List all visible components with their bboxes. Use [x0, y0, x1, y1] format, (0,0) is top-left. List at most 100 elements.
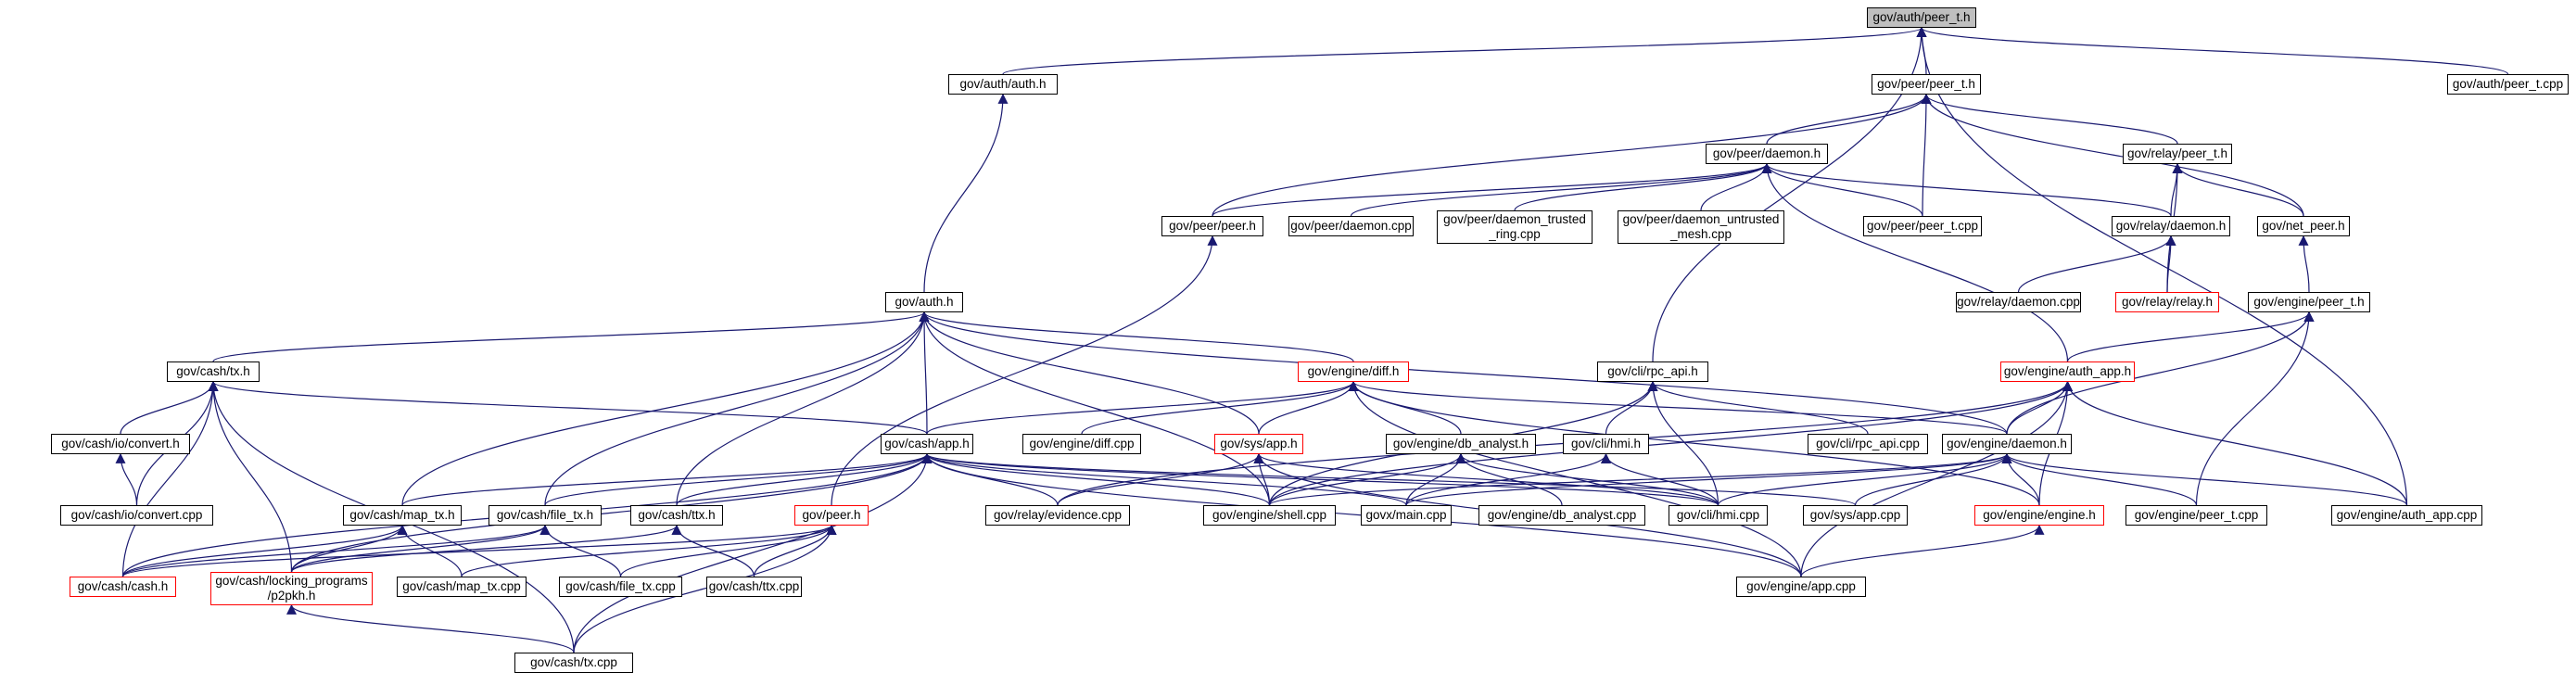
node-engine-daemon-h[interactable]: gov/engine/daemon.h [1942, 434, 2072, 454]
edge-cash-locking-to-cash-ttx-h [290, 524, 682, 573]
edge-cash-tx-cpp-to-cash-app-h [573, 452, 933, 653]
edge-cash-cash-h-to-cash-map-tx-h [121, 524, 408, 577]
node-net-peer-h[interactable]: gov/net_peer.h [2257, 216, 2350, 236]
node-auth-h[interactable]: gov/auth/auth.h [948, 74, 1058, 95]
edge-cash-locking-to-cash-tx-h [208, 380, 293, 573]
node-cli-rpc-api-cpp[interactable]: gov/cli/rpc_api.cpp [1808, 434, 1928, 454]
edge-engine-peer-t-h-to-net-peer-h [2298, 235, 2310, 293]
node-engine-db-analyst-h[interactable]: gov/engine/db_analyst.h [1386, 434, 1536, 454]
node-sys-app-cpp[interactable]: gov/sys/app.cpp [1803, 505, 1908, 526]
node-cash-locking[interactable]: gov/cash/locking_programs /p2pkh.h [210, 572, 373, 605]
node-cash-io-convert-cpp[interactable]: gov/cash/io/convert.cpp [60, 505, 213, 526]
node-cash-tx-cpp[interactable]: gov/cash/tx.cpp [514, 653, 633, 673]
node-relay-daemon-h[interactable]: gov/relay/daemon.h [2112, 216, 2230, 236]
edge-engine-daemon-h-to-engine-peer-t-h [2006, 311, 2315, 435]
edge-relay-relay-h-to-relay-daemon-h [2165, 235, 2176, 293]
edge-engine-diff-cpp-to-engine-diff-h [1081, 380, 1359, 435]
node-peer-daemon-h[interactable]: gov/peer/daemon.h [1706, 144, 1828, 164]
edge-relay-evidence-cpp-to-engine-auth-app-h [1057, 380, 2073, 506]
node-cash-app-h[interactable]: gov/cash/app.h [881, 434, 973, 454]
node-relay-daemon-cpp[interactable]: gov/relay/daemon.cpp [1956, 292, 2081, 312]
node-relay-peer-t-h[interactable]: gov/relay/peer_t.h [2123, 144, 2232, 164]
edge-engine-peer-t-cpp-to-engine-daemon-h [2001, 452, 2198, 506]
node-cash-cash-h[interactable]: gov/cash/cash.h [70, 577, 176, 597]
node-engine-shell-cpp[interactable]: gov/engine/shell.cpp [1203, 505, 1336, 526]
edge-cash-io-convert-cpp-to-cash-io-convert-h [115, 452, 138, 506]
node-cash-file-tx-h[interactable]: gov/cash/file_tx.h [489, 505, 602, 526]
node-engine-diff-h[interactable]: gov/engine/diff.h [1298, 362, 1409, 382]
node-cli-hmi-h[interactable]: gov/cli/hmi.h [1563, 434, 1649, 454]
edge-engine-auth-app-cpp-to-root [1916, 26, 2408, 506]
edge-cash-app-h-to-engine-diff-h [926, 380, 1359, 435]
edge-engine-daemon-h-to-auth-h2 [919, 311, 2008, 435]
edge-cash-file-tx-h-to-cash-app-h [544, 452, 933, 506]
node-auth-h2[interactable]: gov/auth.h [885, 292, 963, 312]
edge-cli-hmi-cpp-to-cli-rpc-api-h [1647, 380, 1719, 506]
node-cash-map-tx-h[interactable]: gov/cash/map_tx.h [343, 505, 462, 526]
edge-engine-shell-cpp-to-engine-db-analyst-h [1268, 452, 1466, 506]
node-engine-peer-t-h[interactable]: gov/engine/peer_t.h [2248, 292, 2370, 312]
edge-peer-daemon-cpp-to-peer-daemon-h [1350, 162, 1772, 217]
edge-engine-shell-cpp-to-cash-app-h [921, 452, 1271, 506]
node-cash-map-tx-cpp[interactable]: gov/cash/map_tx.cpp [397, 577, 527, 597]
edge-cli-hmi-cpp-to-cash-app-h [921, 452, 1719, 506]
edge-net-peer-h-to-relay-peer-t-h [2172, 162, 2304, 217]
node-engine-db-analyst-cpp[interactable]: gov/engine/db_analyst.cpp [1478, 505, 1645, 526]
edge-cash-ttx-h-to-auth-h2 [676, 311, 930, 506]
node-sys-app-h[interactable]: gov/sys/app.h [1214, 434, 1303, 454]
edge-cash-ttx-cpp-to-cash-ttx-h [671, 524, 755, 577]
edge-cash-map-tx-cpp-to-cash-map-tx-h [397, 524, 463, 577]
node-root: gov/auth/peer_t.h [1867, 7, 1976, 28]
edge-engine-app-cpp-to-engine-diff-h [1348, 380, 1802, 577]
edge-cash-ttx-h-to-cash-app-h [676, 452, 933, 506]
node-peer-peer-t-cpp[interactable]: gov/peer/peer_t.cpp [1863, 216, 1982, 236]
edge-cash-cash-h-to-cash-file-tx-h [121, 524, 551, 577]
node-govx-main-cpp[interactable]: govx/main.cpp [1361, 505, 1452, 526]
edge-engine-auth-app-h-to-peer-daemon-h [1761, 162, 2069, 362]
node-engine-auth-app-cpp[interactable]: gov/engine/auth_app.cpp [2331, 505, 2482, 526]
edge-cash-map-tx-h-to-cash-app-h [401, 452, 933, 506]
edge-engine-auth-app-cpp-to-engine-daemon-h [2001, 452, 2408, 506]
edge-peer-peer-h-to-peer-peer-t-h [1212, 93, 1932, 217]
node-peer-daemon-cpp[interactable]: gov/peer/daemon.cpp [1288, 216, 1414, 236]
edge-auth-h-to-root [1002, 26, 1927, 75]
node-peer-daemon-trusted[interactable]: gov/peer/daemon_trusted _ring.cpp [1437, 210, 1593, 244]
edge-engine-shell-cpp-to-sys-app-h [1253, 452, 1271, 506]
node-cli-rpc-api-h[interactable]: gov/cli/rpc_api.h [1597, 362, 1708, 382]
dependency-edges [115, 26, 2509, 653]
node-relay-evidence-cpp[interactable]: gov/relay/evidence.cpp [985, 505, 1130, 526]
node-engine-peer-t-cpp[interactable]: gov/engine/peer_t.cpp [2126, 505, 2267, 526]
edge-engine-db-analyst-h-to-engine-diff-h [1348, 380, 1462, 435]
edge-engine-peer-t-cpp-to-engine-peer-t-h [2195, 311, 2315, 506]
edge-cli-hmi-h-to-cli-rpc-api-h [1605, 380, 1658, 435]
node-peer-peer-h[interactable]: gov/peer/peer.h [1161, 216, 1263, 236]
edge-engine-auth-app-cpp-to-engine-auth-app-h [2062, 380, 2408, 506]
node-cash-io-convert-h[interactable]: gov/cash/io/convert.h [51, 434, 190, 454]
node-cash-tx-h[interactable]: gov/cash/tx.h [167, 362, 260, 382]
node-engine-app-cpp[interactable]: gov/engine/app.cpp [1736, 577, 1866, 597]
node-peer-h[interactable]: gov/peer.h [794, 505, 869, 526]
node-cash-ttx-cpp[interactable]: gov/cash/ttx.cpp [706, 577, 802, 597]
edge-engine-diff-h-to-auth-h2 [919, 311, 1354, 362]
edge-peer-peer-h-to-peer-daemon-h [1212, 162, 1772, 217]
node-engine-auth-app-h[interactable]: gov/engine/auth_app.h [2000, 362, 2135, 382]
node-peer-peer-t-h[interactable]: gov/peer/peer_t.h [1872, 74, 1981, 95]
edge-engine-app-cpp-to-engine-engine-h [1800, 524, 2045, 577]
edge-peer-peer-t-cpp-to-peer-daemon-h [1761, 162, 1923, 217]
edge-cash-app-h-to-cash-tx-h [208, 380, 928, 435]
edge-cash-file-tx-h-to-auth-h2 [544, 311, 930, 506]
edge-peer-daemon-trusted-to-peer-daemon-h [1514, 162, 1772, 211]
edge-cash-map-tx-h-to-auth-h2 [401, 311, 930, 506]
edge-cash-ttx-cpp-to-peer-h [753, 524, 837, 577]
node-engine-diff-cpp[interactable]: gov/engine/diff.cpp [1022, 434, 1141, 454]
edge-cash-cash-h-to-peer-h [121, 524, 837, 577]
node-peer-daemon-untrusted[interactable]: gov/peer/daemon_untrusted _mesh.cpp [1618, 210, 1784, 244]
node-cash-file-tx-cpp[interactable]: gov/cash/file_tx.cpp [559, 577, 682, 597]
node-cli-hmi-cpp[interactable]: gov/cli/hmi.cpp [1669, 505, 1768, 526]
edge-cli-rpc-api-cpp-to-cli-rpc-api-h [1647, 380, 1869, 435]
edge-cli-hmi-cpp-to-engine-db-analyst-h [1455, 452, 1719, 506]
node-auth-peer-t-cpp[interactable]: gov/auth/peer_t.cpp [2447, 74, 2569, 95]
node-engine-engine-h[interactable]: gov/engine/engine.h [1974, 505, 2104, 526]
node-relay-relay-h[interactable]: gov/relay/relay.h [2115, 292, 2219, 312]
node-cash-ttx-h[interactable]: gov/cash/ttx.h [630, 505, 723, 526]
